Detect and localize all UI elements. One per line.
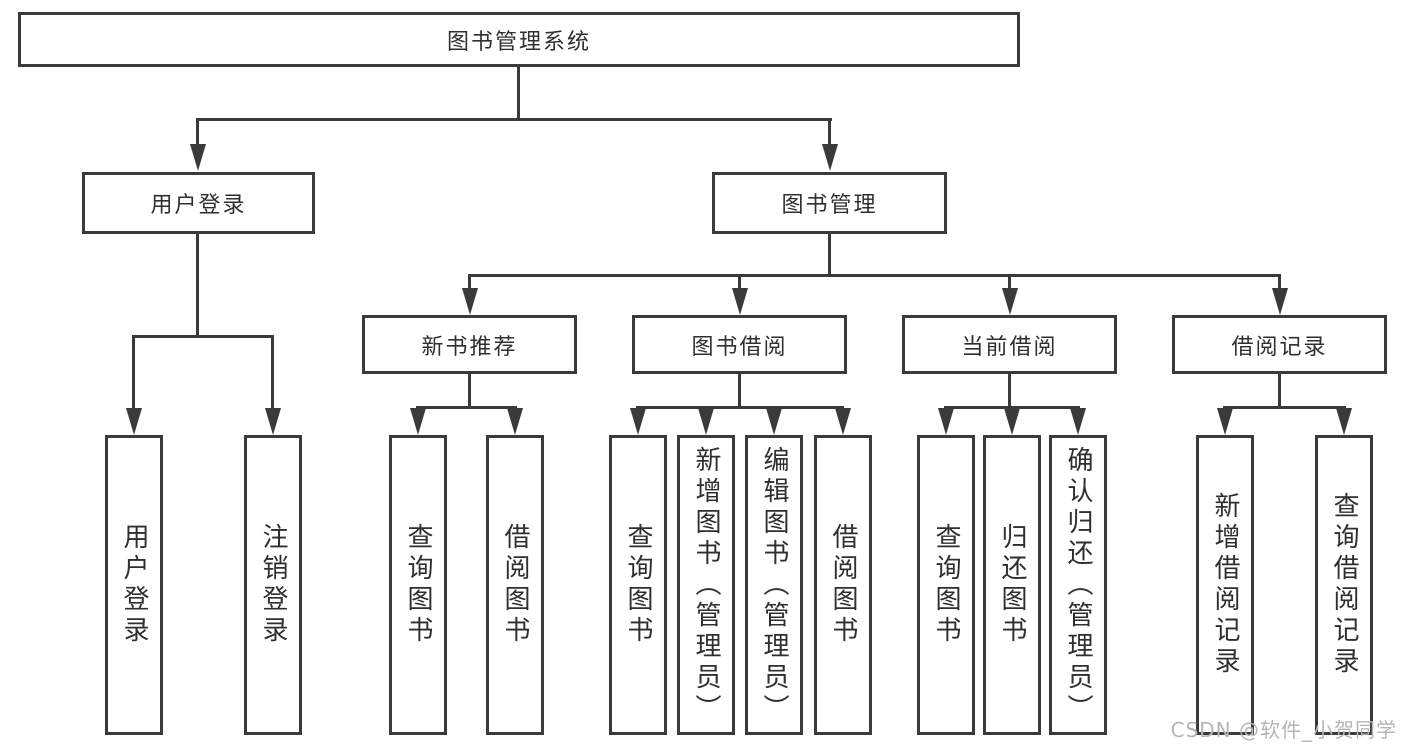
connector-vline xyxy=(1008,274,1011,291)
connector-vline xyxy=(468,374,471,406)
arrow-down-icon xyxy=(1336,408,1352,435)
leaf-query-borrow-record: 查询借阅记录 xyxy=(1315,435,1373,735)
connector-vline xyxy=(1008,374,1011,406)
node-label: 借阅记录 xyxy=(1231,334,1328,360)
node-label: 借阅图书 xyxy=(500,523,530,647)
node-borrowing-records: 借阅记录 xyxy=(1172,315,1387,374)
connector-vline xyxy=(1278,274,1281,291)
node-label: 注销登录 xyxy=(258,523,288,647)
leaf-borrow-books: 借阅图书 xyxy=(814,435,872,735)
connector-vline xyxy=(828,234,831,274)
node-label: 用户登录 xyxy=(150,193,247,218)
connector-vline xyxy=(738,274,741,291)
connector-vline xyxy=(828,118,831,146)
arrow-down-icon xyxy=(938,408,954,435)
leaf-return-books: 归还图书 xyxy=(983,435,1041,735)
leaf-confirm-return-admin: 确认归还（管理员） xyxy=(1049,435,1107,735)
arrow-down-icon xyxy=(265,408,281,435)
node-label: 图书管理系统 xyxy=(446,29,591,55)
arrow-down-icon xyxy=(822,144,838,171)
node-label: 归还图书 xyxy=(997,523,1027,647)
arrow-down-icon xyxy=(1004,408,1020,435)
node-new-book-recommendation: 新书推荐 xyxy=(362,315,577,374)
node-label: 查询借阅记录 xyxy=(1329,492,1359,678)
node-label: 编辑图书（管理员） xyxy=(759,445,789,725)
connector-vline xyxy=(271,335,274,411)
node-label: 查询图书 xyxy=(403,523,433,647)
node-library-management-system: 图书管理系统 xyxy=(18,12,1020,67)
connector-vline xyxy=(468,274,471,291)
connector-vline xyxy=(517,67,520,118)
arrow-down-icon xyxy=(732,288,748,315)
csdn-watermark: CSDN @软件_小贺同学 xyxy=(1170,718,1397,742)
node-current-borrowing: 当前借阅 xyxy=(902,315,1117,374)
connector-hline xyxy=(196,118,832,121)
connector-vline xyxy=(132,335,135,411)
leaf-add-book-admin: 新增图书（管理员） xyxy=(677,435,735,735)
connector-vline xyxy=(1278,374,1281,406)
leaf-borrow-books-recommend: 借阅图书 xyxy=(486,435,544,735)
node-label: 新增图书（管理员） xyxy=(691,445,721,725)
leaf-user-login: 用户登录 xyxy=(105,435,163,735)
arrow-down-icon xyxy=(190,144,206,171)
connector-vline xyxy=(738,374,741,406)
arrow-down-icon xyxy=(126,408,142,435)
node-book-management: 图书管理 xyxy=(712,172,947,234)
connector-vline xyxy=(196,234,199,335)
arrow-down-icon xyxy=(1002,288,1018,315)
connector-hline xyxy=(1223,406,1346,409)
leaf-query-books-recommend: 查询图书 xyxy=(389,435,447,735)
node-label: 新书推荐 xyxy=(421,334,518,360)
arrow-down-icon xyxy=(1070,408,1086,435)
node-book-borrowing: 图书借阅 xyxy=(632,315,847,374)
leaf-query-books-current: 查询图书 xyxy=(917,435,975,735)
node-label: 新增借阅记录 xyxy=(1210,492,1240,678)
connector-hline xyxy=(944,406,1080,409)
node-label: 确认归还（管理员） xyxy=(1063,445,1093,725)
node-label: 当前借阅 xyxy=(961,334,1058,360)
node-label: 图书借阅 xyxy=(691,334,788,360)
connector-hline xyxy=(132,335,274,338)
connector-hline xyxy=(468,274,1281,277)
leaf-logout: 注销登录 xyxy=(244,435,302,735)
arrow-down-icon xyxy=(835,408,851,435)
arrow-down-icon xyxy=(698,408,714,435)
node-label: 图书管理 xyxy=(781,193,878,218)
arrow-down-icon xyxy=(630,408,646,435)
arrow-down-icon xyxy=(1217,408,1233,435)
node-label: 查询图书 xyxy=(931,523,961,647)
node-label: 查询图书 xyxy=(623,523,653,647)
connector-hline xyxy=(416,406,517,409)
node-label: 用户登录 xyxy=(119,523,149,647)
arrow-down-icon xyxy=(462,288,478,315)
leaf-query-books-borrow: 查询图书 xyxy=(609,435,667,735)
arrow-down-icon xyxy=(507,408,523,435)
leaf-edit-book-admin: 编辑图书（管理员） xyxy=(745,435,803,735)
arrow-down-icon xyxy=(410,408,426,435)
node-user-login: 用户登录 xyxy=(82,172,315,234)
connector-vline xyxy=(196,118,199,146)
arrow-down-icon xyxy=(766,408,782,435)
connector-hline xyxy=(636,406,844,409)
node-label: 借阅图书 xyxy=(828,523,858,647)
leaf-add-borrow-record: 新增借阅记录 xyxy=(1196,435,1254,735)
arrow-down-icon xyxy=(1272,288,1288,315)
